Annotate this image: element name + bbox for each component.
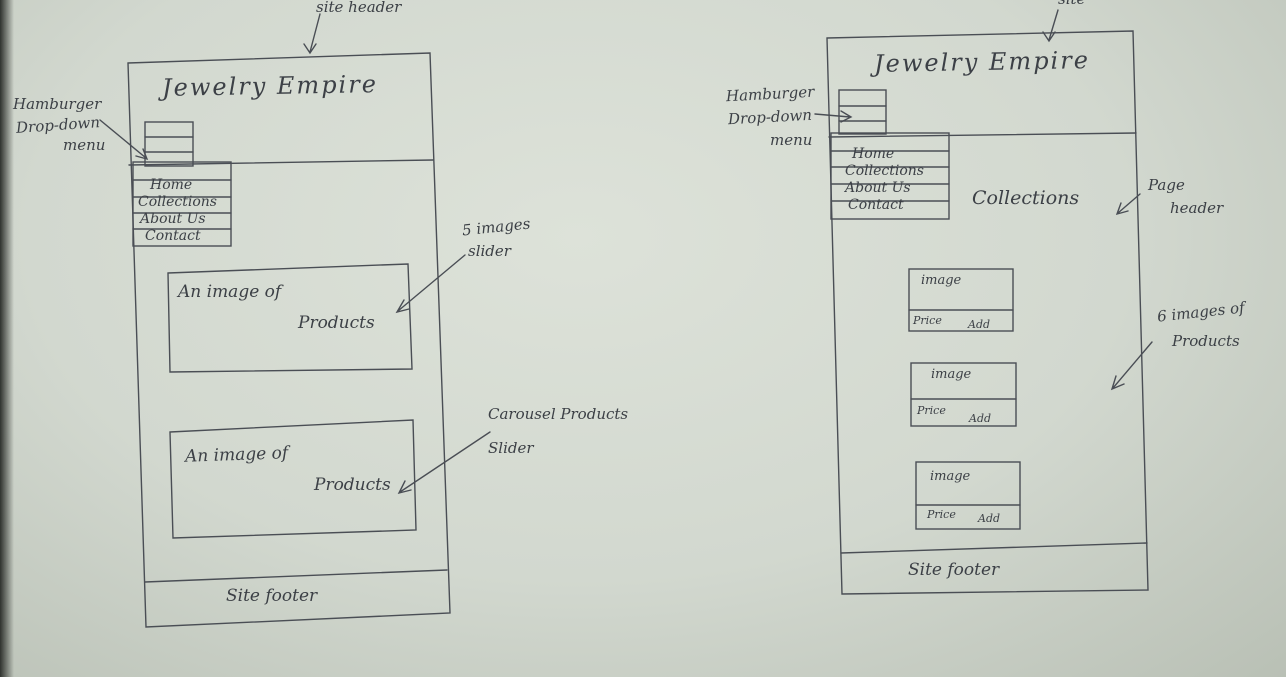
right-site-title: Jewelry Empire (873, 46, 1091, 78)
right-page-header-note-line1: Page (1148, 176, 1185, 194)
left-carousel-text-line2: Products (314, 475, 391, 495)
right-products-note-line2: Products (1172, 332, 1240, 350)
left-dropdown-menu-box (132, 161, 232, 247)
left-menu-item-about-us[interactable]: About Us (140, 211, 206, 227)
left-wireframe-lines (99, 13, 491, 628)
right-product-3-add-button[interactable]: Add (978, 512, 1001, 525)
left-carousel-box (169, 419, 417, 539)
left-slider-text-line1: An image of (178, 282, 282, 302)
right-menu-item-contact[interactable]: Contact (848, 197, 904, 213)
left-site-header-arrow (303, 13, 321, 55)
right-product-1-price: Price (913, 314, 942, 327)
left-carousel-text-line1: An image of (184, 443, 289, 467)
right-site-header-arrow (1042, 9, 1059, 43)
right-site-header-label: site (1058, 0, 1085, 7)
right-hamburger-label-line1: Hamburger (725, 82, 815, 106)
right-phone-outline (826, 30, 1149, 595)
left-site-header-label: site header (316, 0, 402, 16)
right-hamburger-label-line3: menu (770, 131, 813, 149)
left-carousel-arrow (397, 431, 491, 495)
left-menu-item-home[interactable]: Home (150, 177, 193, 193)
left-slider-note-line2: slider (468, 242, 511, 260)
right-product-card-1 (908, 268, 1014, 332)
right-hamburger-label-line2: Drop-down (727, 105, 813, 129)
photo-edge-shadow (0, 0, 14, 677)
left-slider-text-line2: Products (298, 313, 375, 333)
left-carousel-note-line2: Slider (488, 439, 534, 457)
left-menu-item-contact[interactable]: Contact (145, 228, 201, 244)
right-hamburger-arrow (814, 110, 853, 123)
left-slider-arrow (395, 254, 466, 314)
left-hamburger-label-line3: menu (63, 136, 106, 154)
right-product-3-price: Price (927, 508, 956, 521)
left-site-footer: Site footer (226, 586, 318, 606)
left-hamburger-icon (144, 121, 194, 167)
left-hamburger-label-line1: Hamburger (13, 95, 102, 113)
right-footer-divider (840, 542, 1148, 554)
left-site-title: Jewelry Empire (161, 70, 379, 102)
left-slider-box (167, 263, 413, 373)
right-product-1-add-button[interactable]: Add (968, 318, 991, 331)
right-wireframe-lines (814, 9, 1153, 595)
right-menu-item-home[interactable]: Home (852, 146, 895, 162)
right-site-footer: Site footer (908, 560, 1000, 580)
left-carousel-note-line1: Carousel Products (488, 405, 629, 423)
right-product-2-price: Price (917, 404, 946, 417)
left-hamburger-arrow (99, 119, 149, 161)
right-product-card-3 (915, 461, 1021, 530)
right-menu-item-collections[interactable]: Collections (845, 163, 924, 179)
right-page-header-note-line2: header (1170, 199, 1224, 217)
left-footer-divider (144, 569, 448, 583)
right-product-card-2 (910, 362, 1017, 427)
right-page-header-arrow (1115, 193, 1141, 216)
left-header-divider (128, 159, 434, 166)
right-menu-item-about-us[interactable]: About Us (845, 180, 911, 196)
right-dropdown-menu-box (830, 132, 950, 220)
left-menu-item-collections[interactable]: Collections (138, 194, 217, 210)
right-product-3-image: image (930, 469, 971, 484)
left-phone-outline (127, 52, 451, 628)
right-hamburger-icon (838, 89, 887, 135)
right-header-divider (828, 132, 1137, 138)
right-products-arrow (1110, 341, 1153, 391)
right-product-2-image: image (931, 367, 972, 382)
right-page-header: Collections (972, 187, 1080, 209)
right-product-1-image: image (921, 273, 962, 288)
right-product-2-add-button[interactable]: Add (969, 412, 992, 425)
